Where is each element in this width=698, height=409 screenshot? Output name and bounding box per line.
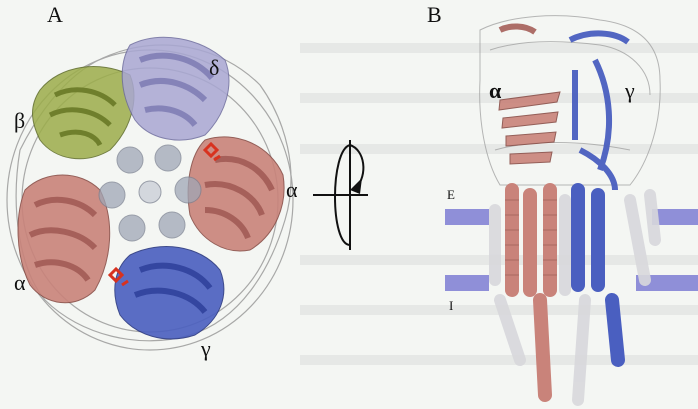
delta-subunit bbox=[122, 37, 229, 140]
panel-a-receptor-top-view bbox=[7, 37, 293, 350]
alpha-subunit-left bbox=[18, 175, 110, 303]
rotation-arrow-icon bbox=[313, 140, 368, 250]
subunit-label-alpha-right: α bbox=[286, 177, 298, 203]
subunit-label-alpha-left: α bbox=[14, 270, 26, 296]
subunit-label-delta: δ bbox=[209, 55, 219, 81]
beta-subunit bbox=[33, 67, 134, 159]
pore-helices bbox=[99, 145, 201, 241]
subunit-label-gamma: γ bbox=[201, 336, 211, 362]
side-label-alpha: α bbox=[489, 78, 501, 104]
membrane-label-intracellular: I bbox=[449, 298, 453, 314]
panel-b-receptor-side-view bbox=[445, 16, 698, 400]
membrane-bar-extracellular-left bbox=[445, 209, 489, 225]
membrane-label-extracellular: E bbox=[447, 187, 455, 203]
gamma-extracellular-domain bbox=[570, 33, 628, 190]
membrane-bar-intracellular-left bbox=[445, 275, 489, 291]
gamma-subunit bbox=[115, 247, 224, 339]
panel-b-label: B bbox=[427, 2, 442, 28]
panel-a-label: A bbox=[47, 2, 63, 28]
subunit-label-beta: β bbox=[14, 108, 25, 134]
side-label-gamma: γ bbox=[625, 78, 635, 104]
